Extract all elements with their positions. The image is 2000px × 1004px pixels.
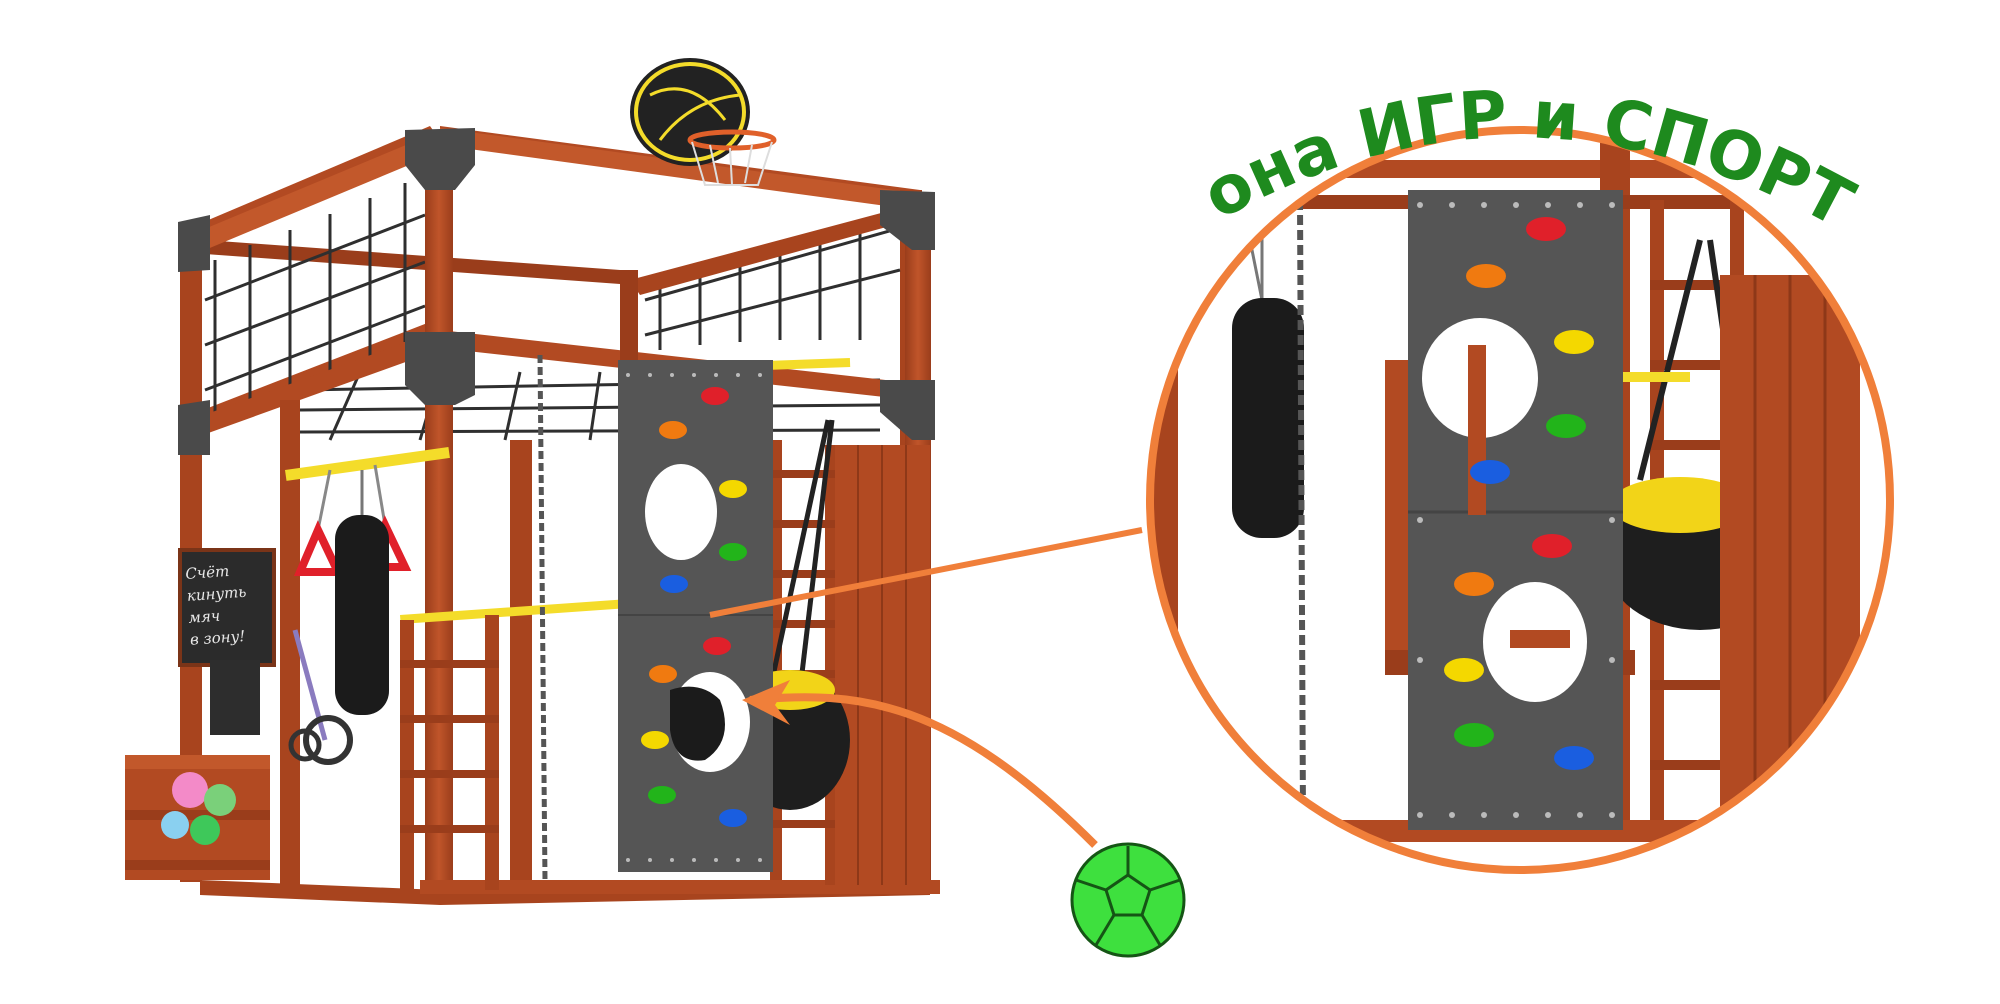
scooter (288, 629, 353, 765)
rope-net-right (644, 222, 901, 350)
storage-box (125, 660, 270, 880)
chalkboard-text: Счёт кинуть мяч в зону! (185, 557, 274, 662)
punching-bag-icon (335, 470, 389, 715)
basketball-hoop-icon (630, 58, 777, 186)
climbing-rope (537, 354, 548, 881)
headline: Зона ИГР и СПОРТА (1154, 9, 1900, 242)
zoom-circle (1146, 126, 1894, 874)
soccer-ball-icon (1070, 842, 1186, 958)
chalkboard-line-2: кинуть мяч (186, 582, 247, 627)
climbing-hold-icon (641, 387, 747, 827)
metal-brackets (178, 128, 935, 455)
wood-panel (835, 445, 930, 885)
playground-structure (125, 58, 940, 905)
callout-arrows (709, 527, 1143, 848)
inner-ladder (400, 615, 499, 890)
chalkboard-line-3: в зону! (189, 626, 246, 649)
rope-net-left (204, 183, 426, 415)
climbing-wall (618, 360, 773, 872)
